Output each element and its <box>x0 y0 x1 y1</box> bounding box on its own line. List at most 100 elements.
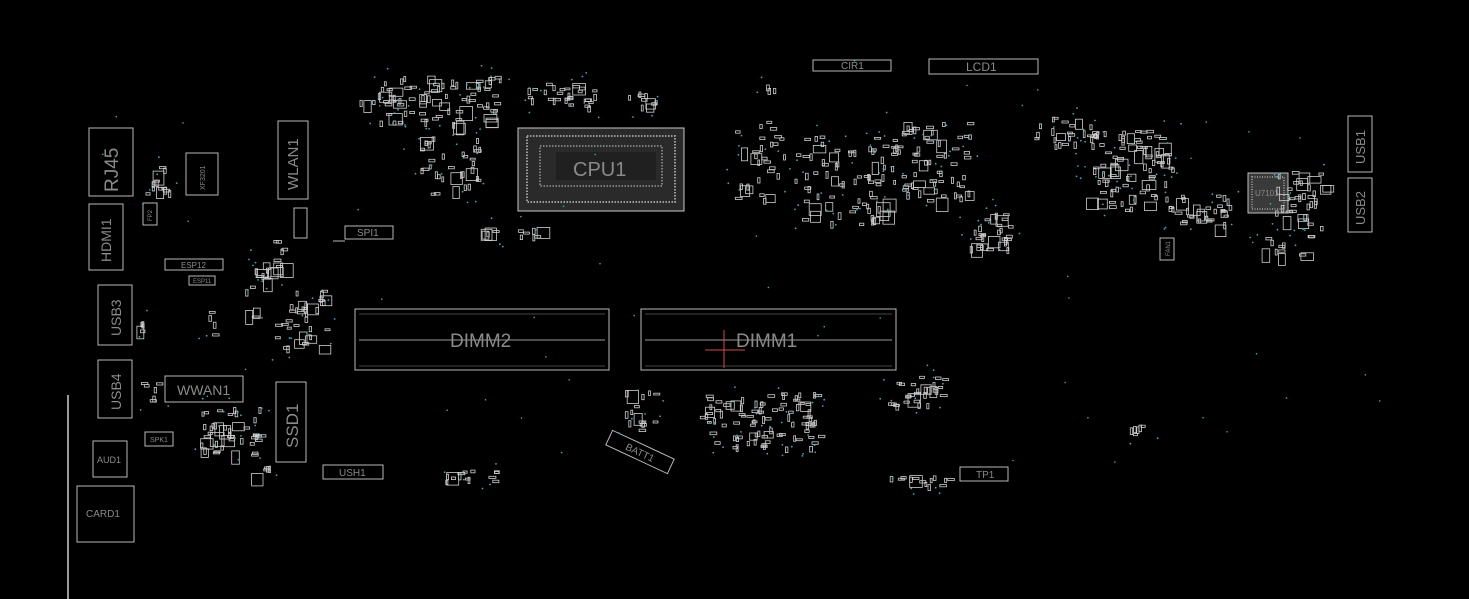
via <box>260 407 263 410</box>
via <box>841 194 844 196</box>
slot-dimm1[interactable]: DIMM1 <box>640 308 897 371</box>
smd-part <box>624 411 629 419</box>
smd-part <box>430 192 437 196</box>
connector-card1[interactable]: CARD1 <box>76 485 135 543</box>
via <box>271 359 274 361</box>
chip-small-near-wlan[interactable] <box>293 207 308 239</box>
dimm2-label: DIMM2 <box>450 331 511 352</box>
smd-part <box>1100 190 1107 194</box>
smd-part <box>796 153 802 157</box>
batt1-label: BATT1 <box>623 442 656 465</box>
smd-part <box>203 423 207 431</box>
smd-part <box>1277 174 1281 180</box>
pad-esp12[interactable]: ESP12 <box>164 258 224 271</box>
chip-spi1[interactable]: SPI1 <box>333 225 394 242</box>
via <box>940 165 943 168</box>
connector-spk1[interactable]: SPK1 <box>144 431 174 447</box>
connector-usb3[interactable]: USB3 <box>97 284 133 346</box>
connector-batt1[interactable]: BATT1 <box>605 429 675 475</box>
via <box>1174 157 1177 160</box>
connector-cir1[interactable]: CIR1 <box>812 59 892 72</box>
smd-part <box>1135 130 1142 133</box>
smd-part <box>200 448 209 458</box>
via <box>931 179 934 182</box>
esp12-label: ESP12 <box>181 261 206 270</box>
slot-dimm2[interactable]: DIMM2 <box>354 308 610 371</box>
smd-part <box>261 273 265 281</box>
fuse-fp2[interactable]: FP2 <box>142 202 158 226</box>
via <box>1075 175 1078 178</box>
transformer-xf3201[interactable]: XF3201 <box>185 152 219 196</box>
smd-part <box>1276 186 1281 195</box>
via <box>1128 164 1131 167</box>
connector-usb2[interactable]: USB2 <box>1347 177 1373 233</box>
smd-part <box>909 475 923 488</box>
connector-lcd1[interactable]: LCD1 <box>928 58 1039 75</box>
pad-esp11[interactable]: ESP11 <box>188 275 216 286</box>
via <box>378 105 381 107</box>
smd-part <box>419 137 434 151</box>
via <box>1103 214 1106 217</box>
via <box>237 458 240 461</box>
smd-part <box>881 174 885 182</box>
fp2-label: FP2 <box>148 209 154 221</box>
connector-fan1[interactable]: FAN1 <box>1159 237 1175 261</box>
smd-part <box>760 401 764 408</box>
smd-part <box>721 423 727 428</box>
smd-part <box>467 183 471 191</box>
via <box>1115 186 1118 189</box>
via <box>1211 193 1214 196</box>
connector-wwan1[interactable]: WWAN1 <box>164 375 244 403</box>
connector-rj45[interactable]: RJ45 <box>88 127 134 197</box>
connector-usb1[interactable]: USB1 <box>1347 115 1373 173</box>
smd-part <box>772 142 779 146</box>
smd-part <box>1118 134 1122 142</box>
smd-part <box>825 170 829 179</box>
via <box>495 463 497 465</box>
smd-part <box>536 226 551 239</box>
via <box>1087 416 1089 419</box>
via <box>477 83 480 86</box>
smd-part <box>1061 142 1070 146</box>
connector-tp1[interactable]: TP1 <box>959 466 1009 482</box>
via <box>890 399 893 402</box>
smd-part <box>804 137 811 142</box>
smd-part <box>941 194 947 198</box>
connector-usb4[interactable]: USB4 <box>97 359 133 419</box>
via <box>258 435 261 438</box>
chip-u7101[interactable]: U7101 <box>1247 172 1289 214</box>
smd-part <box>1126 133 1135 144</box>
via <box>708 422 711 424</box>
chip-cpu1[interactable]: CPU1 <box>517 127 685 212</box>
smd-part <box>1303 214 1307 222</box>
via <box>886 208 889 211</box>
smd-part <box>759 136 766 140</box>
smd-part <box>822 162 829 167</box>
connector-ush1[interactable]: USH1 <box>322 464 384 480</box>
smd-part <box>796 404 800 412</box>
smd-part <box>577 89 583 94</box>
connector-ssd1[interactable]: SSD1 <box>275 381 307 463</box>
smd-part <box>1226 198 1230 206</box>
smd-part <box>848 150 852 157</box>
smd-part <box>751 420 758 424</box>
smd-part <box>1034 136 1040 141</box>
smd-part <box>1097 179 1101 185</box>
smd-part <box>793 398 801 402</box>
smd-part <box>1051 128 1055 136</box>
via <box>802 171 804 174</box>
smd-part <box>723 403 731 407</box>
connector-wlan1[interactable]: WLAN1 <box>277 120 309 200</box>
via <box>1113 146 1116 149</box>
via <box>1069 139 1071 142</box>
smd-part <box>285 319 293 323</box>
smd-part <box>633 412 643 426</box>
via <box>158 156 160 159</box>
connector-hdmi1[interactable]: HDMI1 <box>88 203 124 271</box>
smd-part <box>1299 253 1307 257</box>
smd-part <box>424 119 428 127</box>
via <box>998 248 1001 251</box>
connector-aud1[interactable]: AUD1 <box>92 440 128 478</box>
smd-part <box>795 438 803 442</box>
smd-part <box>1115 186 1119 193</box>
